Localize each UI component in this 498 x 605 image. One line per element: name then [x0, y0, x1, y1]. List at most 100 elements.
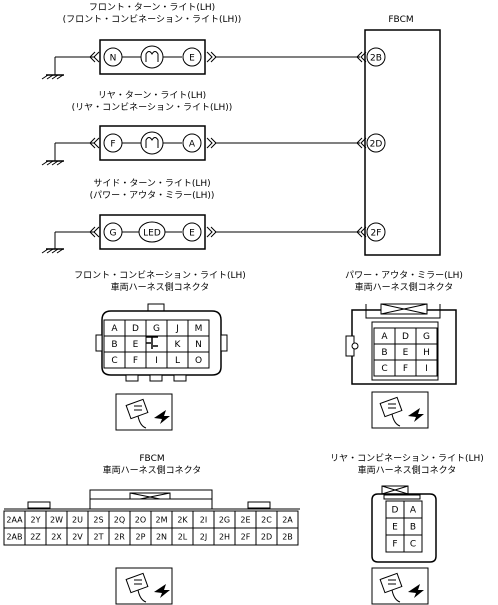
mirror-connector-title-1: パワー・アウタ・ミラー(LH): [345, 270, 463, 281]
connector-pin-label: I: [425, 364, 428, 374]
connector-pin-label: 2M: [156, 515, 168, 524]
connector-pin-label: 2K: [177, 515, 188, 524]
connector-chevron-icon: [356, 51, 367, 63]
connector-pin-label: 2E: [240, 515, 250, 524]
led-icon: [138, 221, 166, 243]
front-title-1: フロント・ターン・ライト(LH): [89, 2, 215, 13]
front-combi-connector-title-1: フロント・コンビネーション・ライト(LH): [74, 270, 246, 281]
probe-fbcm-icon: [115, 567, 173, 605]
connector-pin-label: B: [381, 348, 387, 358]
connector-pin-label: F: [403, 364, 408, 374]
connector-pin-label: 2V: [72, 532, 83, 541]
fbcm-connector-title-2: 車両ハーネス側コネクタ: [103, 464, 202, 476]
front-pin-e: E: [189, 54, 195, 64]
side-title-1: サイド・ターン・ライト(LH): [93, 178, 210, 189]
connector-chevron-icon: [356, 137, 367, 149]
connector-chevron-icon: [89, 51, 100, 63]
connector-chevron-icon: [206, 137, 217, 149]
connector-pin-label: N: [195, 340, 202, 350]
connector-pin-label: 2B: [282, 532, 293, 541]
connector-pin-label: 2U: [72, 515, 83, 524]
connector-pin-label: 2I: [200, 515, 207, 524]
connector-pin-label: 2L: [178, 532, 188, 541]
connector-pin-label: M: [195, 324, 203, 334]
probe-front-icon: [115, 393, 173, 431]
connector-key-icon: [146, 336, 158, 349]
rear-pin-f: F: [110, 140, 115, 150]
rear-pin-a: A: [189, 140, 196, 150]
connector-pin-label: 2Z: [30, 532, 41, 541]
connector-pin-label: 2C: [261, 515, 272, 524]
fbcm-pin-2b: 2B: [370, 54, 382, 64]
connector-pin-label: 2A: [282, 515, 293, 524]
ground-icon: [41, 57, 64, 80]
connector-pin-cell: [415, 359, 438, 377]
connector-pin-label: I: [155, 356, 158, 366]
side-pin-g: G: [110, 229, 117, 239]
connector-pin-label: A: [381, 332, 388, 342]
front-turn-light: N E 2B: [41, 39, 386, 80]
front-pin-n: N: [110, 54, 117, 64]
connector-pin-label: F: [133, 356, 138, 366]
connector-pin-label: 2P: [136, 532, 146, 541]
connector-chevron-icon: [206, 51, 217, 63]
rear-turn-light: F A 2D: [41, 125, 386, 166]
rear-combi-connector-title-2: 車両ハーネス側コネクタ: [358, 464, 457, 476]
connector-pin-label: E: [403, 348, 409, 358]
connector-pin-cell: [145, 335, 168, 353]
connector-pin-label: K: [175, 340, 182, 350]
fbcm-connector-title-1: FBCM: [139, 454, 164, 464]
connector-pin-label: F: [392, 540, 397, 550]
connector-pin-label: D: [132, 324, 139, 334]
connector-pin-label: C: [111, 356, 117, 366]
connector-pin-label: J: [175, 324, 179, 334]
side-pin-e: E: [189, 229, 195, 239]
fbcm-pin-2f: 2F: [371, 229, 382, 239]
connector-pin-cell: [276, 527, 299, 546]
bulb-icon: [140, 45, 164, 69]
connector-pin-label: 2AA: [6, 515, 23, 524]
probe-mirror-icon: [371, 391, 429, 429]
connector-pin-label: H: [423, 348, 430, 358]
connector-pin-cell: [187, 351, 210, 369]
connector-pin-label: A: [410, 506, 417, 516]
bulb-icon: [140, 131, 164, 155]
connector-chevron-icon: [206, 226, 217, 238]
connector-pin-label: 2H: [219, 532, 230, 541]
ground-icon: [41, 143, 64, 166]
side-title-2: (パワー・アウタ・ミラー(LH)): [90, 190, 215, 201]
connector-pin-label: 2X: [51, 532, 62, 541]
connector-pin-label: B: [111, 340, 117, 350]
probe-rear-icon: [371, 567, 429, 605]
connector-pin-label: D: [392, 506, 399, 516]
connector-pin-label: 2Q: [114, 515, 125, 524]
rear-combi-connector-title-1: リヤ・コンビネーション・ライト(LH): [330, 453, 484, 464]
fbcm-title: FBCM: [388, 15, 413, 25]
front-combi-connector-title-2: 車両ハーネス側コネクタ: [111, 281, 210, 293]
connector-pin-label: 2N: [156, 532, 167, 541]
connector-pin-label: 2T: [94, 532, 104, 541]
rear-title-2: (リヤ・コンビネーション・ライト(LH)): [72, 102, 233, 113]
connector-pin-label: O: [195, 356, 202, 366]
fbcm-pin-2d: 2D: [370, 140, 383, 150]
connector-pin-label: A: [111, 324, 118, 334]
connector-pin-label: L: [175, 356, 180, 366]
connector-pin-label: E: [133, 340, 139, 350]
connector-pin-label: 2R: [114, 532, 125, 541]
connector-pin-label: 2Y: [31, 515, 41, 524]
connector-chevron-icon: [356, 226, 367, 238]
connector-pin-label: D: [402, 332, 409, 342]
connector-pin-cell: [403, 534, 423, 553]
connector-pin-label: 2W: [50, 515, 63, 524]
rear-title-1: リヤ・ターン・ライト(LH): [98, 90, 206, 101]
connector-pin-label: 2D: [261, 532, 272, 541]
